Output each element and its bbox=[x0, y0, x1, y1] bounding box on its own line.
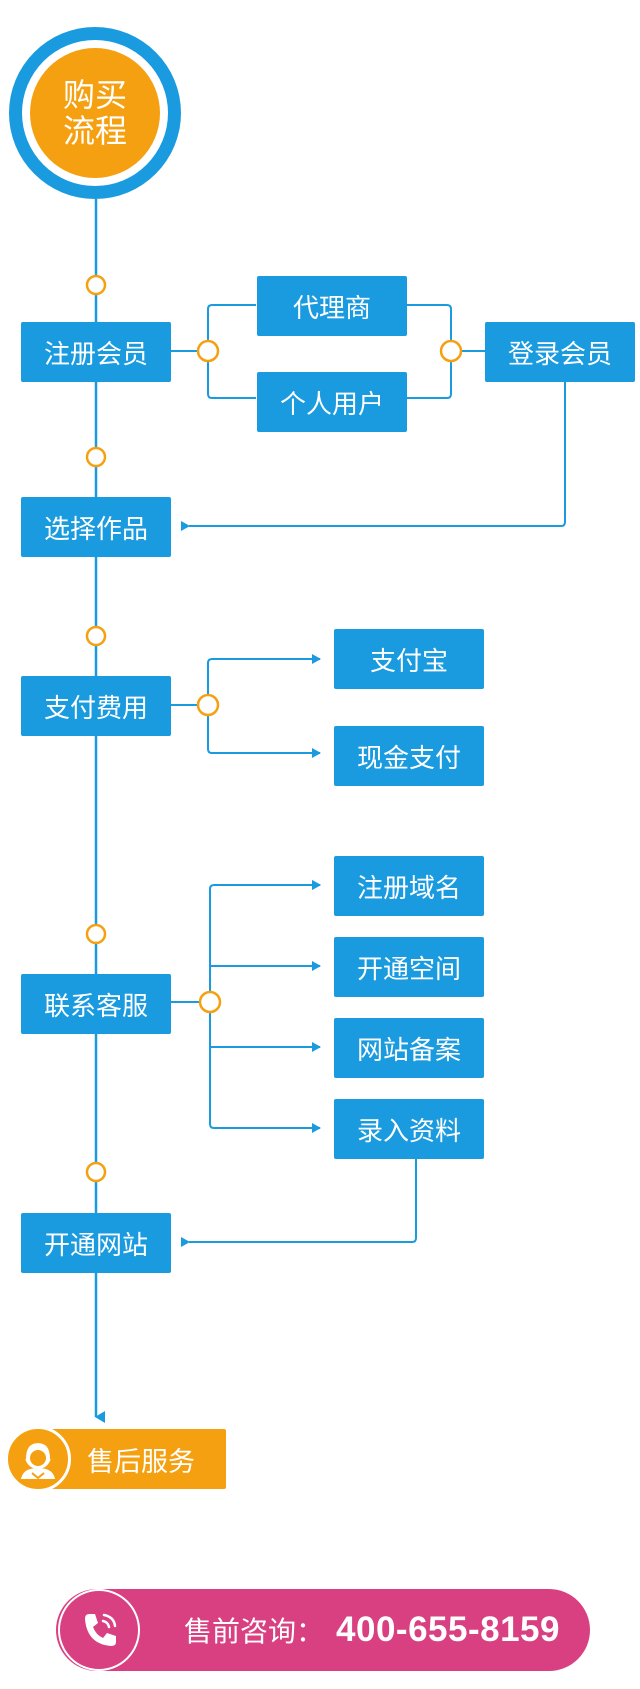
node-before-open-site bbox=[85, 1161, 107, 1183]
option-agent: 代理商 bbox=[257, 276, 407, 336]
task-space: 开通空间 bbox=[334, 937, 484, 997]
customer-service-agent-icon bbox=[5, 1426, 71, 1492]
hotline-label: 售前咨询： bbox=[184, 1615, 325, 1648]
option-personal: 个人用户 bbox=[257, 372, 407, 432]
entry-to-open-site-line bbox=[181, 1156, 417, 1247]
task-icp: 网站备案 bbox=[334, 1018, 484, 1078]
purchase-flow-badge: 购买 流程 bbox=[9, 27, 181, 199]
node-contact-fork bbox=[198, 990, 222, 1014]
node-before-register bbox=[85, 274, 107, 296]
step-login: 登录会员 bbox=[485, 322, 635, 382]
presales-hotline-banner[interactable]: 售前咨询： 400-655-8159 bbox=[56, 1589, 590, 1671]
after-sales-tag: 售后服务 bbox=[41, 1429, 226, 1489]
flow-nodes bbox=[85, 274, 463, 1183]
node-register-fork bbox=[196, 339, 220, 363]
hotline-number[interactable]: 400-655-8159 bbox=[336, 1610, 560, 1649]
step-open-site: 开通网站 bbox=[21, 1213, 171, 1273]
badge-title-line1: 购买 bbox=[62, 76, 127, 114]
badge-core: 购买 流程 bbox=[30, 48, 160, 178]
node-pay-fork bbox=[196, 693, 220, 717]
step-select: 选择作品 bbox=[21, 497, 171, 557]
step-contact: 联系客服 bbox=[21, 974, 171, 1034]
step-register: 注册会员 bbox=[21, 322, 171, 382]
contact-fork-spine bbox=[209, 880, 321, 1133]
option-alipay: 支付宝 bbox=[334, 629, 484, 689]
phone-icon-wrapper bbox=[56, 1589, 146, 1671]
task-domain: 注册域名 bbox=[334, 856, 484, 916]
badge-title-line2: 流程 bbox=[62, 112, 127, 150]
node-before-select bbox=[85, 446, 107, 468]
node-before-contact bbox=[85, 923, 107, 945]
node-before-pay bbox=[85, 625, 107, 647]
pay-fork-bracket-top bbox=[207, 654, 321, 705]
after-sales-label: 售后服务 bbox=[87, 1446, 195, 1478]
login-to-select-line bbox=[181, 381, 566, 531]
option-cash: 现金支付 bbox=[334, 726, 484, 786]
node-login-join bbox=[439, 339, 463, 363]
task-data-entry: 录入资料 bbox=[334, 1099, 484, 1159]
pay-fork-bracket-bottom bbox=[207, 705, 321, 758]
phone-icon bbox=[58, 1589, 140, 1671]
step-pay: 支付费用 bbox=[21, 676, 171, 736]
